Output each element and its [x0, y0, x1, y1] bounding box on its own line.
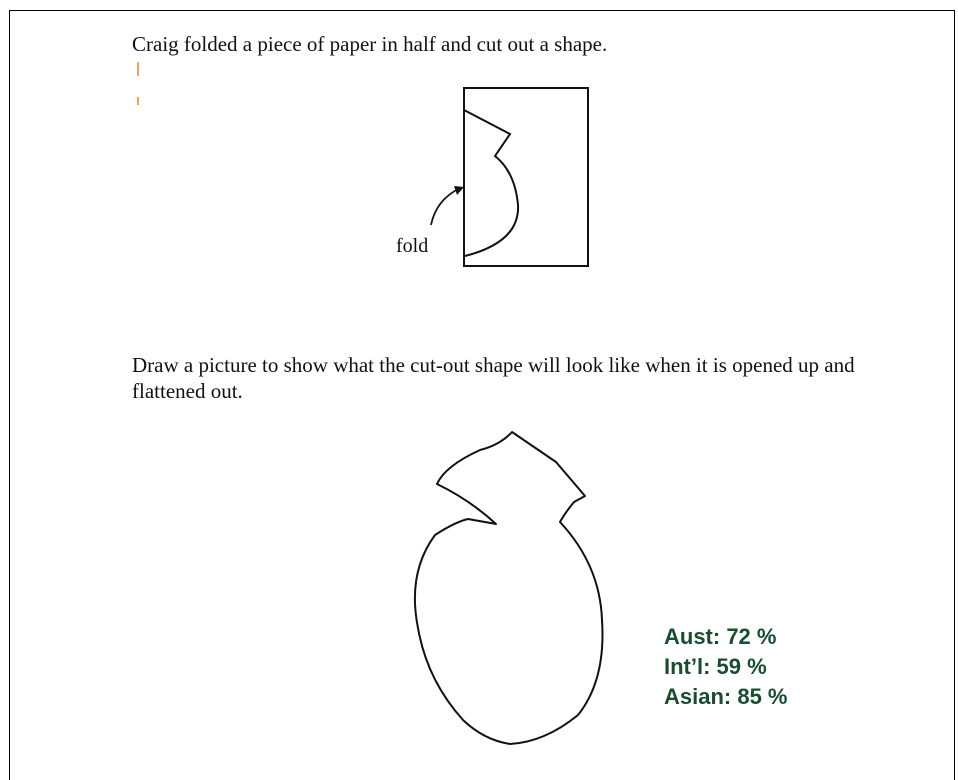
- question-intro-text: Craig folded a piece of paper in half an…: [132, 32, 608, 56]
- result-intl: Int’l: 59 %: [664, 654, 767, 679]
- margin-mark: [137, 97, 139, 105]
- opened-shape-drawing: [413, 431, 604, 745]
- cut-line: [463, 109, 520, 257]
- folded-paper-rectangle: [463, 87, 589, 267]
- page-frame: [9, 10, 955, 780]
- results-block: Aust: 72 % Int’l: 59 % Asian: 85 %: [664, 622, 788, 712]
- fold-arrow-head: [454, 186, 464, 195]
- result-asian: Asian: 85 %: [664, 684, 788, 709]
- fold-label: fold: [396, 235, 429, 257]
- question-prompt-text: Draw a picture to show what the cut-out …: [132, 353, 855, 403]
- result-aust: Aust: 72 %: [664, 624, 777, 649]
- fold-arrow: [430, 187, 461, 226]
- margin-mark: [137, 62, 139, 76]
